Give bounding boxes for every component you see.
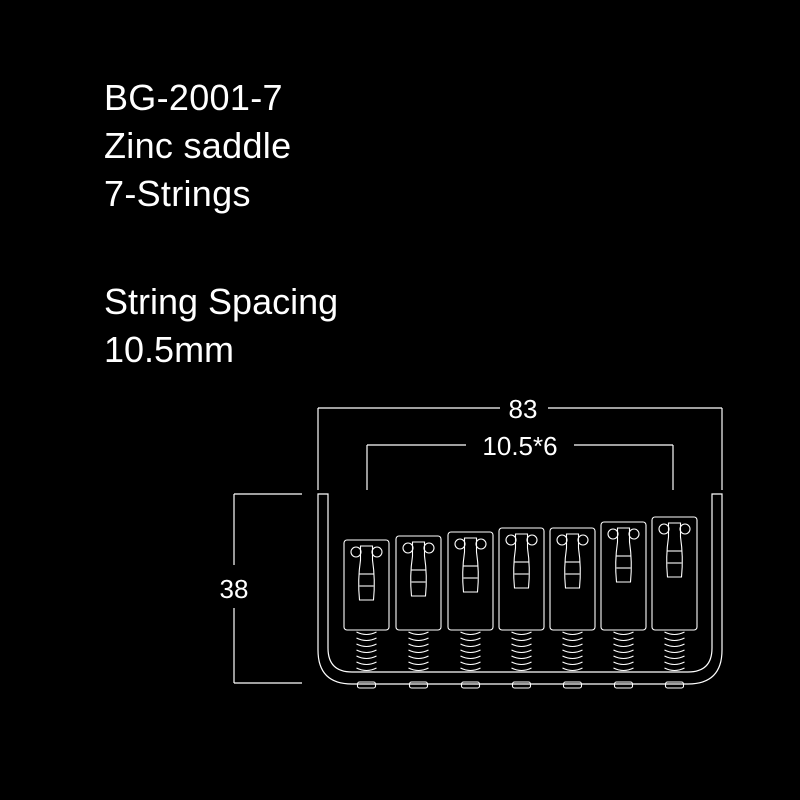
width-dimension-line — [317, 407, 723, 490]
height-dimension-line — [233, 493, 302, 684]
spec-block: BG-2001-7 Zinc saddle 7-Strings — [104, 74, 291, 218]
saddle — [498, 527, 545, 689]
overall-width-label: 83 — [509, 394, 538, 424]
height-label: 38 — [220, 574, 249, 604]
string-spacing-value: 10.5mm — [104, 329, 235, 370]
string-span-label: 10.5*6 — [482, 431, 557, 461]
saddle — [651, 516, 698, 689]
saddle — [600, 521, 647, 689]
model-number: BG-2001-7 — [104, 77, 283, 118]
saddle-material: Zinc saddle — [104, 125, 292, 166]
string-span-dimension-line — [366, 444, 674, 490]
string-count: 7-Strings — [104, 173, 251, 214]
bridge-baseplate — [317, 493, 723, 685]
spacing-block: String Spacing 10.5mm — [104, 278, 338, 374]
saddle — [395, 535, 442, 689]
string-spacing-label: String Spacing — [104, 281, 339, 322]
saddle — [343, 539, 390, 689]
saddle — [447, 531, 494, 689]
saddle — [549, 527, 596, 689]
